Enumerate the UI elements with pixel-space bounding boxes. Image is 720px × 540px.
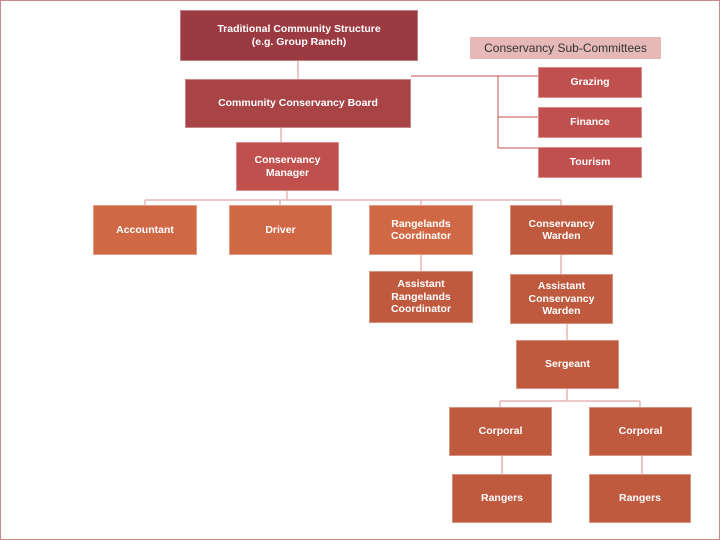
rangers-left-node: Rangers <box>452 474 552 523</box>
corporal-right-node: Corporal <box>589 407 692 456</box>
finance-node: Finance <box>538 107 642 138</box>
traditional-community-structure-node: Traditional Community Structure (e.g. Gr… <box>180 10 418 61</box>
tourism-node: Tourism <box>538 147 642 178</box>
driver-node: Driver <box>229 205 332 255</box>
conservancy-warden-node: Conservancy Warden <box>510 205 613 255</box>
accountant-node: Accountant <box>93 205 197 255</box>
rangers-right-node: Rangers <box>589 474 691 523</box>
grazing-node: Grazing <box>538 67 642 98</box>
corporal-left-node: Corporal <box>449 407 552 456</box>
sergeant-node: Sergeant <box>516 340 619 389</box>
sub-committees-legend: Conservancy Sub-Committees <box>470 37 661 59</box>
assistant-conservancy-warden-node: Assistant Conservancy Warden <box>510 274 613 324</box>
assistant-rangelands-coordinator-node: Assistant Rangelands Coordinator <box>369 271 473 323</box>
community-conservancy-board-node: Community Conservancy Board <box>185 79 411 128</box>
rangelands-coordinator-node: Rangelands Coordinator <box>369 205 473 255</box>
conservancy-manager-node: Conservancy Manager <box>236 142 339 191</box>
